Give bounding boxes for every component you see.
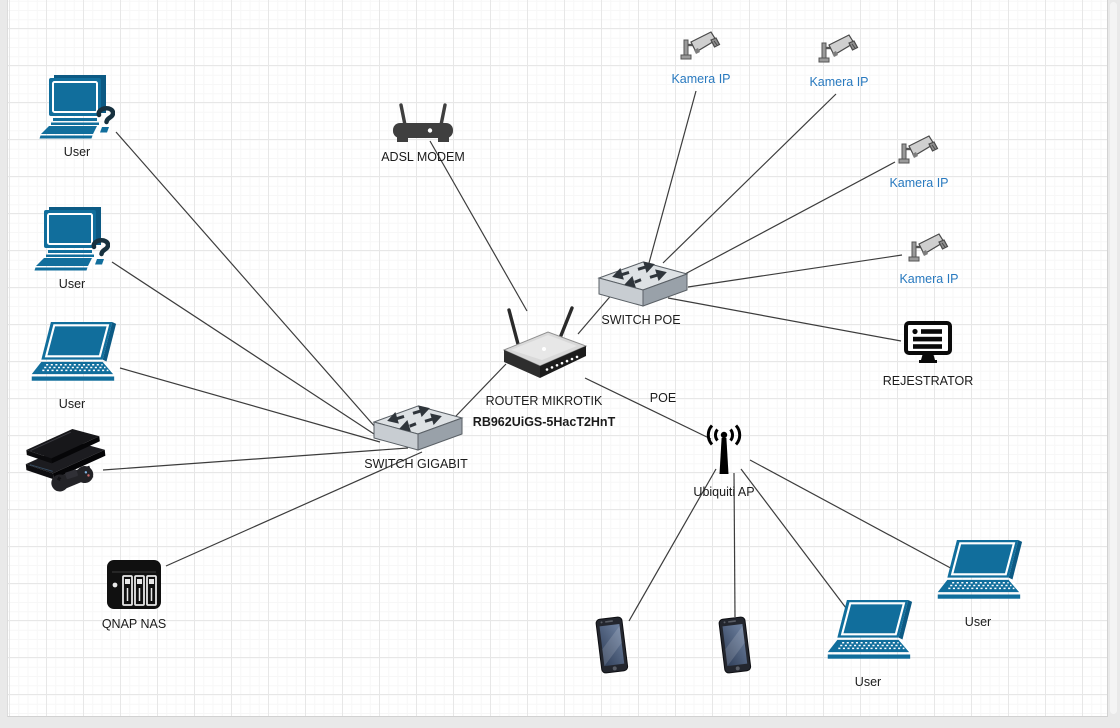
ip-camera-icon xyxy=(678,30,724,68)
node-label: Ubiquiti AP xyxy=(693,485,755,499)
desktop-computer-icon xyxy=(33,206,111,272)
node-smartphone-1[interactable] xyxy=(594,616,630,676)
dvr-monitor-icon xyxy=(903,320,953,366)
node-router-mikrotik[interactable]: ROUTER MIKROTIK RB962UiGS-5HacT2HnT xyxy=(473,306,615,429)
nas-icon xyxy=(104,552,164,612)
vertical-scrollbar[interactable] xyxy=(1110,2,1117,714)
node-ip-camera-1[interactable]: Kamera IP xyxy=(671,30,731,86)
node-ubiquiti-ap[interactable]: Ubiquiti AP xyxy=(693,422,755,499)
node-switch-gigabit[interactable]: SWITCH GIGABIT xyxy=(364,402,468,471)
node-switch-poe[interactable]: SWITCH POE xyxy=(591,258,691,327)
node-ip-camera-2[interactable]: Kamera IP xyxy=(809,33,869,89)
smartphone-icon xyxy=(594,616,630,676)
node-label: User xyxy=(964,615,992,629)
ip-camera-icon xyxy=(906,232,952,270)
network-switch-icon xyxy=(591,258,691,312)
ip-camera-icon xyxy=(816,33,862,71)
node-label: Kamera IP xyxy=(671,72,731,86)
node-rejestrator[interactable]: REJESTRATOR xyxy=(883,320,973,388)
node-user-laptop-left[interactable]: User xyxy=(26,322,118,411)
node-ip-camera-4[interactable]: Kamera IP xyxy=(899,232,959,286)
node-adsl-modem[interactable]: ADSL MODEM xyxy=(381,102,465,164)
node-label: ADSL MODEM xyxy=(381,150,465,164)
adsl-modem-icon xyxy=(392,102,454,146)
node-label: SWITCH POE xyxy=(601,313,681,327)
node-user-laptop-bottom[interactable]: User xyxy=(822,600,914,689)
node-user-pc-2[interactable]: User xyxy=(33,206,111,291)
access-point-icon xyxy=(701,422,747,480)
edge-label-poe: POE xyxy=(649,391,677,405)
laptop-icon xyxy=(932,540,1024,602)
router-name: ROUTER MIKROTIK xyxy=(485,394,603,408)
node-label: Kamera IP xyxy=(809,75,869,89)
node-ps4-console[interactable] xyxy=(22,424,108,504)
desktop-computer-icon xyxy=(38,74,116,140)
node-label: User xyxy=(58,277,86,291)
game-console-icon xyxy=(22,424,108,504)
node-label: SWITCH GIGABIT xyxy=(364,457,468,471)
node-smartphone-2[interactable] xyxy=(717,616,753,676)
node-label: REJESTRATOR xyxy=(882,374,974,388)
laptop-icon xyxy=(26,322,118,384)
network-switch-icon xyxy=(366,402,466,456)
node-ip-camera-3[interactable]: Kamera IP xyxy=(889,134,949,190)
node-label: Kamera IP xyxy=(899,272,959,286)
node-label: QNAP NAS xyxy=(101,617,167,631)
smartphone-icon xyxy=(717,616,753,676)
node-label: User xyxy=(63,145,91,159)
node-label: Kamera IP xyxy=(889,176,949,190)
node-label: User xyxy=(58,397,86,411)
wireless-router-icon xyxy=(498,306,590,384)
laptop-icon xyxy=(822,600,914,662)
router-model: RB962UiGS-5HacT2HnT xyxy=(472,415,616,429)
node-label: User xyxy=(854,675,882,689)
node-user-laptop-right[interactable]: User xyxy=(932,540,1024,629)
node-label: ROUTER MIKROTIK RB962UiGS-5HacT2HnT xyxy=(473,391,615,433)
ip-camera-icon xyxy=(896,134,942,172)
node-qnap-nas[interactable]: QNAP NAS xyxy=(102,552,166,631)
node-user-pc-1[interactable]: User xyxy=(38,74,116,159)
